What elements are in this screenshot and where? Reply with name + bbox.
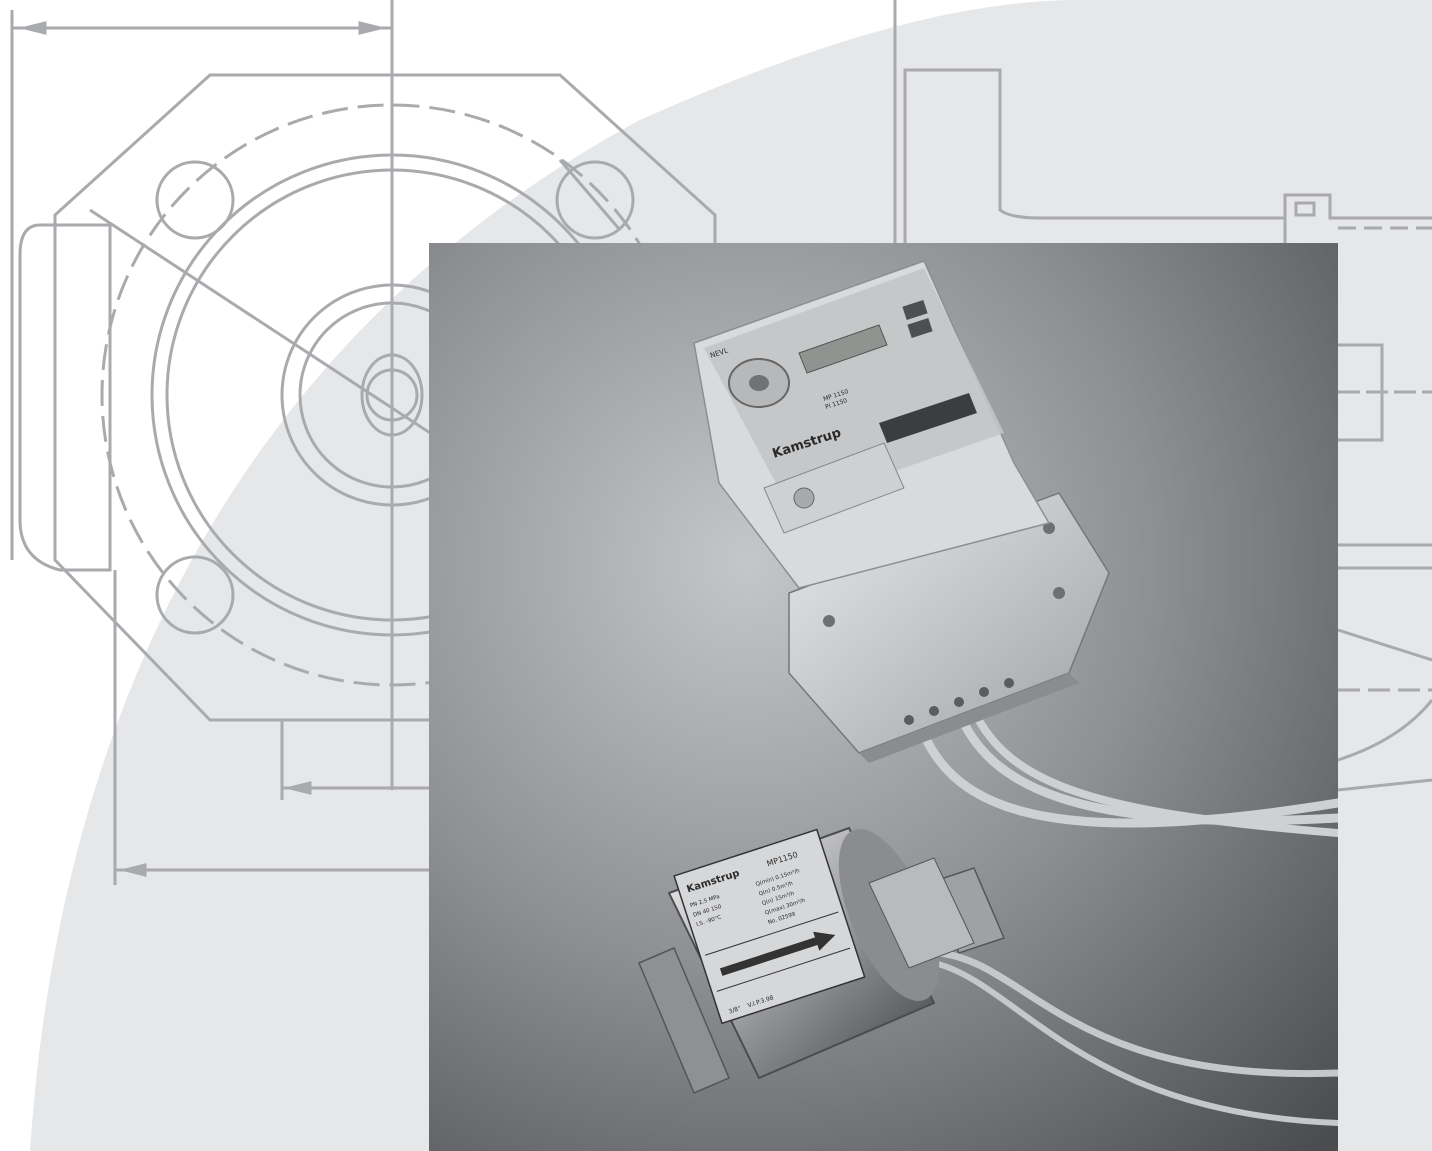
sensor-cable bbox=[931, 949, 1338, 1126]
flow-sensor: Kamstrup MP1150 PN 2.5 MPa Q(min) 0.15m³… bbox=[638, 826, 1006, 1094]
electricity-meter: Kamstrup NEVL MP 1150 PI 1150 bbox=[693, 260, 1051, 589]
product-photo: Kamstrup NEVL MP 1150 PI 1150 Kamstrup M… bbox=[429, 243, 1338, 1151]
sensor-name-plate: Kamstrup MP1150 PN 2.5 MPa Q(min) 0.15m³… bbox=[673, 828, 866, 1025]
meter-terminal-box bbox=[788, 492, 1110, 763]
meter-cables bbox=[914, 707, 1338, 837]
plate-footer-left: 3/8" bbox=[728, 1005, 742, 1016]
